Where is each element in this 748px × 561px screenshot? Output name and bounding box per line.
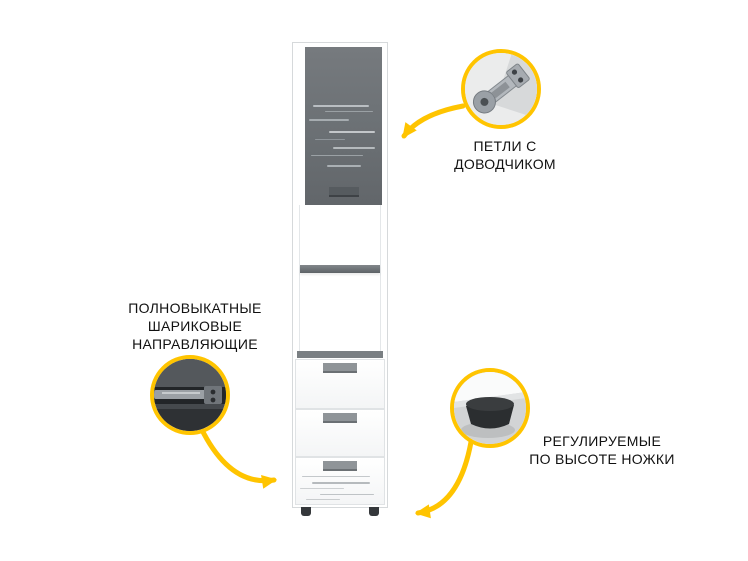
cabinet-foot-left — [301, 507, 311, 516]
hinge-icon — [465, 53, 537, 125]
shelf-edge — [300, 265, 380, 273]
adjustable-foot-icon — [454, 372, 526, 444]
arrow-to-feet-icon — [415, 439, 474, 519]
slide-label-line-2: ШАРИКОВЫЕ — [147, 318, 243, 335]
cabinet-illustration — [292, 42, 388, 516]
slide-label-line-1: ПОЛНОВЫКАТНЫЕ — [128, 300, 262, 316]
door-handle — [328, 187, 359, 197]
ball-bearing-slide-photo — [150, 355, 230, 435]
drawer-1-handle — [323, 363, 357, 373]
hinge-label-line-2: ДОВОДЧИКОМ — [454, 156, 556, 173]
adjustable-foot-photo — [450, 368, 530, 448]
hinge-label: ПЕТЛИ С ДОВОДЧИКОМ — [425, 137, 585, 173]
slide-label: ПОЛНОВЫКАТНЫЕ ШАРИКОВЫЕ НАПРАВЛЯЮЩИЕ — [112, 299, 278, 354]
slide-label-line-3: НАПРАВЛЯЮЩИЕ — [132, 336, 258, 353]
open-shelf-section — [299, 205, 381, 351]
drawer-3 — [295, 457, 385, 505]
cabinet-foot-right — [369, 507, 379, 516]
drawer-1 — [295, 359, 385, 409]
drawer-2 — [295, 409, 385, 457]
drawer-unit-top-edge — [297, 351, 383, 358]
leg-label-line-1: РЕГУЛИРУЕМЫЕ — [542, 433, 662, 449]
leg-label-line-2: ПО ВЫСОТЕ НОЖКИ — [529, 451, 675, 468]
soft-close-hinge-photo — [461, 49, 541, 129]
drawer-3-handle — [323, 461, 357, 471]
leg-label: РЕГУЛИРУЕМЫЕ ПО ВЫСОТЕ НОЖКИ — [524, 432, 680, 468]
arrow-to-door-icon — [401, 103, 466, 139]
drawer-2-handle — [323, 413, 357, 423]
drawer-slide-icon — [154, 359, 226, 431]
arrow-to-drawers-icon — [198, 425, 277, 489]
cabinet-door — [305, 47, 382, 205]
hinge-label-line-1: ПЕТЛИ С — [473, 138, 537, 154]
